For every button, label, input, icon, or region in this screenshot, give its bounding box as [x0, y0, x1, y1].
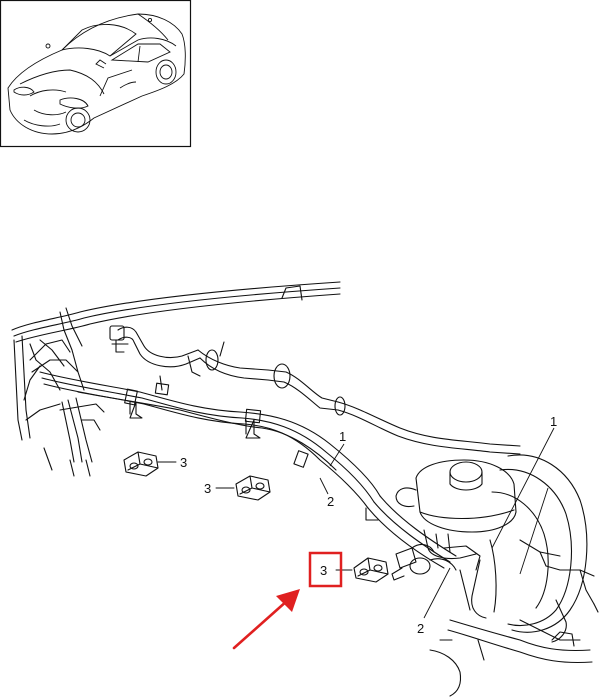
clip-part-middle — [215, 475, 271, 501]
callout-3-left-clip: 3 — [180, 455, 187, 470]
highlight-box — [308, 551, 343, 588]
callout-2-lower: 2 — [417, 621, 424, 636]
brake-booster — [459, 454, 599, 643]
car-thumbnail — [0, 0, 192, 148]
left-bracket — [13, 307, 105, 477]
callout-2-upper: 2 — [327, 494, 334, 509]
brake-pipes-lower — [39, 371, 457, 569]
callout-3-mid-clip: 3 — [204, 481, 211, 496]
mounted-clips — [129, 401, 379, 521]
red-arrow-icon — [232, 589, 300, 650]
car-thumbnail-icon — [7, 13, 186, 135]
brake-pipes-upper — [11, 281, 341, 343]
upper-bracket — [159, 285, 303, 391]
brake-fluid-reservoir — [395, 459, 517, 560]
thumbnail-frame — [0, 0, 192, 148]
vacuum-hose — [109, 325, 521, 455]
callout-1-right: 1 — [550, 414, 557, 429]
clip-part-highlighted — [335, 557, 389, 583]
bottom-lines — [429, 619, 593, 697]
callout-1-upper: 1 — [339, 429, 346, 444]
leader-lines — [319, 427, 555, 619]
clip-part-left — [123, 451, 177, 477]
pressure-sensor — [391, 543, 481, 581]
callout-3-highlighted: 3 — [320, 563, 327, 578]
brake-line-assembly — [11, 281, 599, 697]
